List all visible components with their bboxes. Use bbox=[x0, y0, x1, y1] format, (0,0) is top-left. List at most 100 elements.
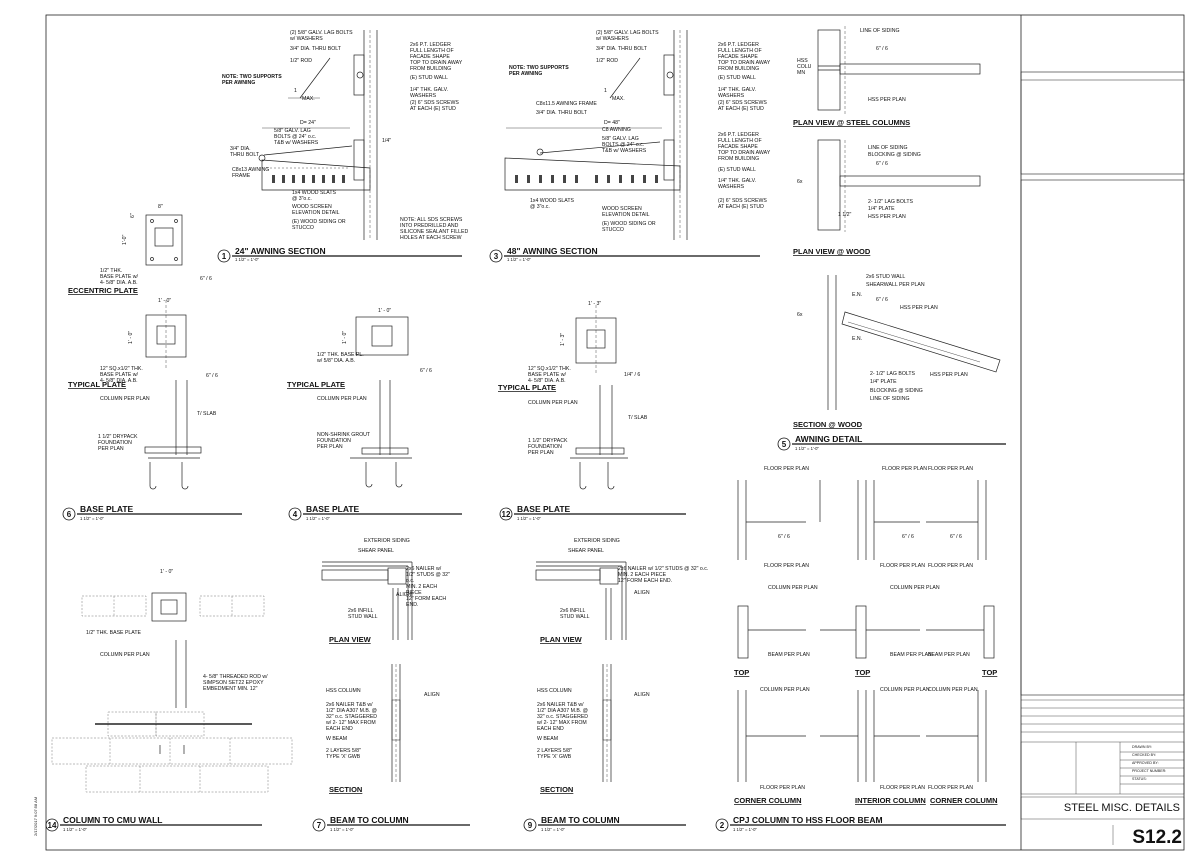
svg-text:1: 1 bbox=[604, 88, 607, 94]
svg-text:W BEAM: W BEAM bbox=[537, 736, 558, 742]
svg-text:TYPICAL PLATE: TYPICAL PLATE bbox=[498, 383, 556, 392]
svg-text:2- 1/2" LAG BOLTS: 2- 1/2" LAG BOLTS bbox=[870, 371, 916, 377]
svg-text:HSS: HSS bbox=[797, 58, 808, 64]
titleblock-rows bbox=[1020, 699, 1185, 845]
svg-text:T&B w/ WASHERS: T&B w/ WASHERS bbox=[274, 140, 319, 146]
svg-text:FROM BUILDING: FROM BUILDING bbox=[718, 156, 759, 162]
svg-text:ALIGN: ALIGN bbox=[634, 590, 650, 596]
detail-2-corner-column-a: CORNER COLUMN bbox=[734, 796, 802, 805]
detail-2-title: CPJ COLUMN TO HSS FLOOR BEAM bbox=[733, 815, 883, 825]
detail-3-title: 48" AWNING SECTION bbox=[507, 246, 598, 256]
svg-text:MAX.: MAX. bbox=[302, 96, 315, 102]
svg-text:1/2" THK. BASE PLATE: 1/2" THK. BASE PLATE bbox=[86, 630, 142, 636]
svg-text:PIECE: PIECE bbox=[406, 590, 422, 596]
svg-text:FOUNDATION: FOUNDATION bbox=[317, 438, 351, 444]
detail-14-title: COLUMN TO CMU WALL bbox=[63, 815, 162, 825]
svg-text:1 1/2" = 1'-0": 1 1/2" = 1'-0" bbox=[541, 827, 565, 832]
detail-1-awning-24: (2) 5/8" GALV. LAG BOLTS w/ WASHERS 3/4"… bbox=[217, 30, 468, 263]
svg-text:6x: 6x bbox=[797, 179, 803, 185]
svg-text:BASE PLATE w/: BASE PLATE w/ bbox=[100, 372, 139, 378]
svg-text:WASHERS: WASHERS bbox=[718, 184, 745, 190]
svg-text:FACADE SHAPE: FACADE SHAPE bbox=[718, 144, 758, 150]
svg-text:ALIGN: ALIGN bbox=[634, 692, 650, 698]
svg-text:SHEARWALL PER PLAN: SHEARWALL PER PLAN bbox=[866, 282, 925, 288]
svg-text:E.N.: E.N. bbox=[852, 336, 862, 342]
svg-text:BLOCKING @ SIDING: BLOCKING @ SIDING bbox=[870, 388, 923, 394]
detail-2-interior-column: INTERIOR COLUMN bbox=[855, 796, 926, 805]
svg-text:FLOOR PER PLAN: FLOOR PER PLAN bbox=[928, 785, 973, 791]
svg-text:FLOOR PER PLAN: FLOOR PER PLAN bbox=[760, 785, 805, 791]
svg-text:1 1/2" = 1'-0": 1 1/2" = 1'-0" bbox=[235, 257, 259, 262]
svg-text:PER AWNING: PER AWNING bbox=[222, 80, 255, 86]
svg-text:MIN. 2 EACH PIECE: MIN. 2 EACH PIECE bbox=[618, 572, 667, 578]
svg-text:FRAME: FRAME bbox=[232, 173, 251, 179]
svg-text:NOTE: TWO SUPPORTS: NOTE: TWO SUPPORTS bbox=[222, 74, 282, 80]
svg-text:1 1/2" = 1'-0": 1 1/2" = 1'-0" bbox=[306, 516, 330, 521]
svg-text:1/4" PLATE: 1/4" PLATE bbox=[870, 379, 897, 385]
svg-text:D= 48": D= 48" bbox=[604, 120, 620, 126]
svg-text:T&B w/ WASHERS: T&B w/ WASHERS bbox=[602, 148, 647, 154]
svg-text:C8x13 AWNING: C8x13 AWNING bbox=[232, 167, 269, 173]
svg-text:1 1/2" = 1'-0": 1 1/2" = 1'-0" bbox=[517, 516, 541, 521]
svg-text:1/4" THK. GALV.: 1/4" THK. GALV. bbox=[718, 178, 756, 184]
detail-12-callout: 12 BASE PLATE 1 1/2" = 1'-0" bbox=[499, 504, 686, 521]
detail-6-callout: 6 BASE PLATE 1 1/2" = 1'-0" bbox=[62, 504, 242, 521]
plot-timestamp: 2/17/2017 9:07:58 AM bbox=[33, 797, 38, 836]
svg-text:1/2" STUDS @ 32": 1/2" STUDS @ 32" bbox=[406, 572, 450, 578]
svg-text:WASHERS: WASHERS bbox=[410, 93, 437, 99]
svg-text:3/4" DIA. THRU BOLT: 3/4" DIA. THRU BOLT bbox=[596, 46, 648, 52]
svg-text:COLUMN PER PLAN: COLUMN PER PLAN bbox=[768, 585, 818, 591]
detail-6-title: BASE PLATE bbox=[80, 504, 134, 514]
svg-text:STUCCO: STUCCO bbox=[292, 225, 314, 231]
svg-text:2: 2 bbox=[720, 821, 725, 830]
svg-text:w/ 2- 12" MAX FROM: w/ 2- 12" MAX FROM bbox=[326, 720, 376, 726]
detail-6-base-plate: 1' - 0" 1' - 0" 12" SQ.x1/2" THK. BASE P… bbox=[62, 298, 242, 521]
svg-text:3/4" DIA. THRU BOLT: 3/4" DIA. THRU BOLT bbox=[536, 110, 588, 116]
svg-text:FULL LENGTH OF: FULL LENGTH OF bbox=[718, 48, 762, 54]
svg-text:HSS COLUMN: HSS COLUMN bbox=[326, 688, 361, 694]
svg-text:1 1/2" = 1'-0": 1 1/2" = 1'-0" bbox=[733, 827, 757, 832]
svg-text:1' - 0": 1' - 0" bbox=[378, 308, 391, 314]
svg-text:FLOOR PER PLAN: FLOOR PER PLAN bbox=[928, 466, 973, 472]
svg-text:MIN. 2 EACH: MIN. 2 EACH bbox=[406, 584, 437, 590]
svg-text:FLOOR PER PLAN: FLOOR PER PLAN bbox=[764, 563, 809, 569]
detail-2-top-a: TOP bbox=[734, 668, 749, 677]
svg-text:1/4" THK. GALV.: 1/4" THK. GALV. bbox=[410, 87, 448, 93]
svg-text:3: 3 bbox=[494, 252, 499, 261]
svg-text:5/8" GALV. LAG: 5/8" GALV. LAG bbox=[602, 136, 639, 142]
svg-text:AT EACH (E) STUD: AT EACH (E) STUD bbox=[718, 106, 764, 112]
svg-text:@ 3"o.c.: @ 3"o.c. bbox=[292, 196, 312, 202]
svg-text:COLUMN PER PLAN: COLUMN PER PLAN bbox=[928, 687, 978, 693]
svg-text:TYPE 'X' GWB: TYPE 'X' GWB bbox=[537, 754, 572, 760]
svg-text:2x6 STUD WALL: 2x6 STUD WALL bbox=[866, 274, 905, 280]
svg-text:BASE PLATE w/: BASE PLATE w/ bbox=[100, 274, 139, 280]
svg-text:LINE OF SIDING: LINE OF SIDING bbox=[860, 28, 900, 34]
svg-text:12" SQ.x1/2" THK.: 12" SQ.x1/2" THK. bbox=[528, 366, 571, 372]
detail-7-callout: 7 BEAM TO COLUMN 1 1/2" = 1'-0" bbox=[312, 815, 470, 832]
svg-text:COLUMN PER PLAN: COLUMN PER PLAN bbox=[880, 687, 930, 693]
svg-text:LINE OF SIDING: LINE OF SIDING bbox=[870, 396, 910, 402]
svg-text:BEAM PER PLAN: BEAM PER PLAN bbox=[768, 652, 810, 658]
svg-text:1/4" / 6: 1/4" / 6 bbox=[624, 372, 640, 378]
svg-text:6" / 6: 6" / 6 bbox=[206, 373, 218, 379]
svg-text:PER AWNING: PER AWNING bbox=[509, 71, 542, 77]
svg-text:MN: MN bbox=[797, 70, 805, 76]
svg-text:5/8" GALV. LAG: 5/8" GALV. LAG bbox=[274, 128, 311, 134]
svg-text:HSS COLUMN: HSS COLUMN bbox=[537, 688, 572, 694]
svg-text:EACH END: EACH END bbox=[537, 726, 564, 732]
detail-5-title: AWNING DETAIL bbox=[795, 434, 862, 444]
svg-text:1 1/2" DRYPACK: 1 1/2" DRYPACK bbox=[98, 434, 138, 440]
detail-9-beam-column: EXTERIOR SIDING SHEAR PANEL 2x6 NAILER w… bbox=[523, 538, 708, 832]
tb-approved-by: APPROVED BY: bbox=[1132, 761, 1159, 765]
svg-text:PER PLAN: PER PLAN bbox=[98, 446, 124, 452]
svg-text:32" o.c. STAGGERED: 32" o.c. STAGGERED bbox=[326, 714, 377, 720]
svg-text:(E) STUD WALL: (E) STUD WALL bbox=[718, 167, 756, 173]
svg-text:MAX.: MAX. bbox=[612, 96, 625, 102]
detail-4-callout: 4 BASE PLATE 1 1/2" = 1'-0" bbox=[288, 504, 462, 521]
svg-text:AT EACH (E) STUD: AT EACH (E) STUD bbox=[410, 106, 456, 112]
svg-text:2x6 NAILER w/: 2x6 NAILER w/ bbox=[406, 566, 442, 572]
svg-text:2x6 NAILER T&B w/: 2x6 NAILER T&B w/ bbox=[326, 702, 373, 708]
svg-text:6": 6" bbox=[130, 213, 136, 218]
section-wood: SECTION @ WOOD bbox=[793, 420, 863, 429]
svg-text:5: 5 bbox=[782, 440, 787, 449]
